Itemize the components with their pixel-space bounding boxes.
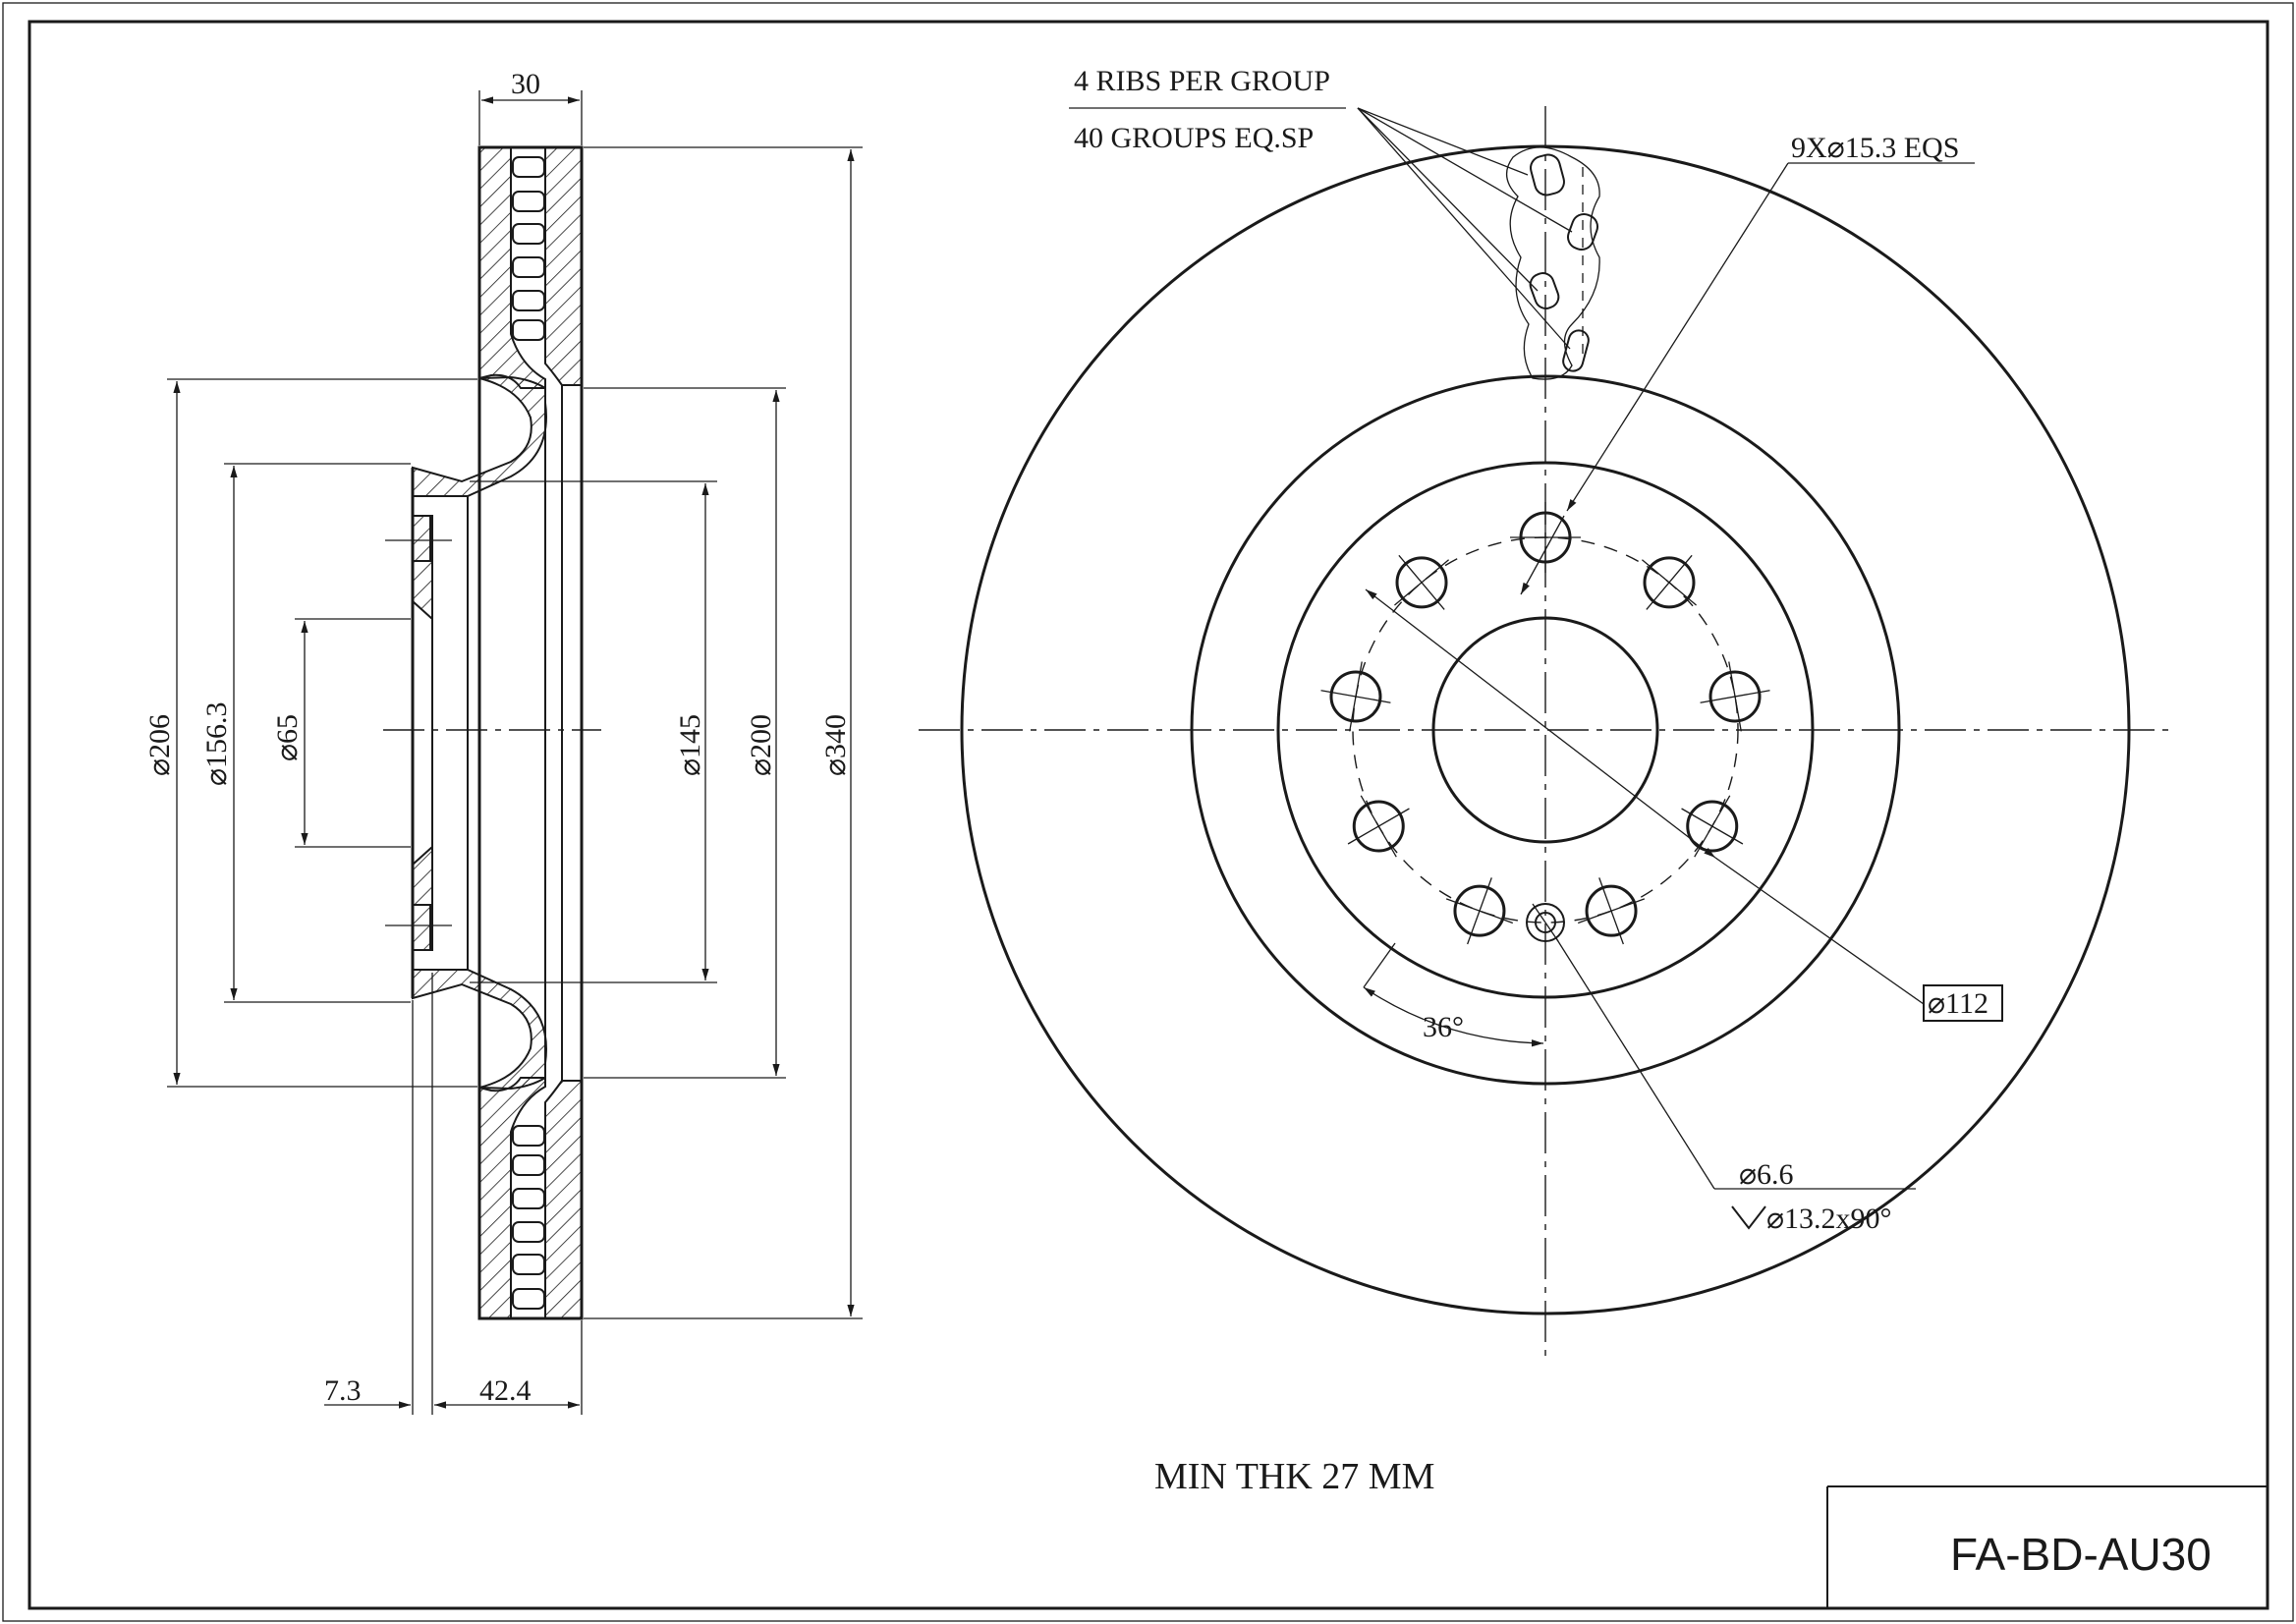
hat-outer-circle	[1276, 461, 1815, 999]
bolt-hole	[1453, 884, 1506, 937]
countersink-label: ⌀13.2x90°	[1766, 1203, 1892, 1235]
dim-bottom: 7.3 42.4	[324, 973, 583, 1415]
vent-rib-detail	[1506, 146, 1600, 380]
dim-dia-340: ⌀340	[584, 146, 863, 1319]
rotor-outline	[477, 145, 584, 1320]
lower-inner-cheek	[544, 1080, 583, 1319]
bolt-hole-axis	[1349, 661, 1363, 732]
section-view: 30 7.3 42.4 ⌀206 ⌀156.3	[143, 68, 863, 1415]
bolt-hole-axis	[1728, 661, 1742, 732]
bolt-hole-axis	[1445, 898, 1514, 924]
dim-width-label: 30	[511, 68, 540, 100]
title-block: FA-BD-AU30	[1826, 1485, 2268, 1608]
dim-dia-156: ⌀156.3	[200, 463, 411, 1003]
inner-frame	[28, 20, 2269, 1610]
braking-surface-inner	[1190, 374, 1901, 1086]
holes-label: 9X⌀15.3 EQS	[1791, 132, 1959, 164]
outer-disc-edge	[960, 144, 2131, 1316]
dim-width: 30	[478, 68, 583, 145]
holes-leader: 9X⌀15.3 EQS	[1520, 132, 1975, 595]
dia-200-label: ⌀200	[745, 714, 777, 776]
dia-156-label: ⌀156.3	[200, 701, 233, 786]
ribs-leader: 4 RIBS PER GROUP 40 GROUPS EQ.SP	[1069, 65, 1573, 350]
dim-dia-145: ⌀145	[470, 480, 717, 983]
ribs-line-1: 4 RIBS PER GROUP	[1074, 65, 1330, 97]
dia-145-label: ⌀145	[674, 714, 706, 776]
angle-label: 36°	[1423, 1011, 1464, 1043]
small-hole-label: ⌀6.6	[1739, 1158, 1794, 1191]
upper-vent-slots	[512, 156, 545, 341]
dim-offset-label: 7.3	[324, 1374, 362, 1407]
dim-dia-206: ⌀206	[143, 378, 477, 1088]
lower-vent-slots	[512, 1125, 545, 1310]
dim-hat-depth-label: 42.4	[479, 1374, 532, 1407]
front-view: 4 RIBS PER GROUP 40 GROUPS EQ.SP 9X⌀15.3…	[919, 65, 2171, 1356]
pcd-box	[1923, 984, 2003, 1022]
dim-dia-200: ⌀200	[584, 387, 786, 1079]
dia-65-label: ⌀65	[271, 714, 304, 761]
pcd-dimension: ⌀112	[1365, 588, 2003, 1022]
dia-340-label: ⌀340	[819, 714, 852, 776]
bolt-hole-axis	[1577, 898, 1646, 924]
bolt-hole	[1585, 884, 1638, 937]
ribs-line-2: 40 GROUPS EQ.SP	[1074, 122, 1314, 154]
dim-dia-65: ⌀65	[271, 618, 411, 848]
dia-206-label: ⌀206	[143, 714, 176, 776]
pcd-label: ⌀112	[1928, 987, 1988, 1020]
upper-inner-cheek	[544, 146, 583, 386]
part-number: FA-BD-AU30	[1950, 1529, 2212, 1580]
angle-dimension: 36°	[1363, 942, 1544, 1047]
small-hole-leader: ⌀6.6 ⌀13.2x90°	[1555, 937, 1916, 1235]
locating-hole	[1526, 903, 1565, 942]
min-thickness-note: MIN THK 27 MM	[1154, 1456, 1434, 1497]
